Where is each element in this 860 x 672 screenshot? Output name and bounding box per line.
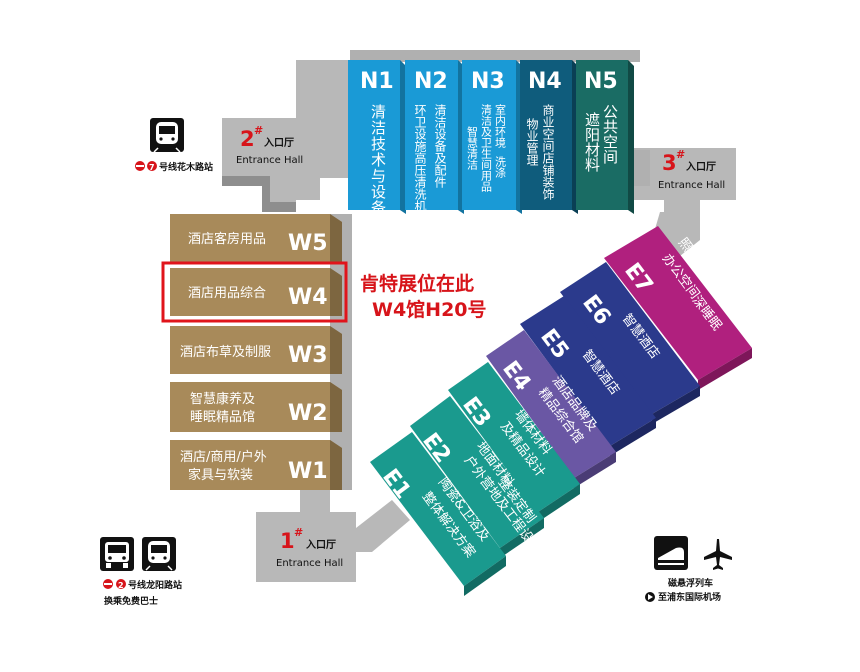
hall-group-west: 酒店客房用品 W5 酒店用品综合 W4 酒店布草及制服 W3 智慧康养及 睡眠精… bbox=[161, 214, 348, 490]
metro-huamu-road[interactable]: 7 号线花木路站 bbox=[135, 118, 213, 173]
bus-icon bbox=[100, 537, 134, 571]
booth-callout: 肯特展位在此 W4馆H20号 bbox=[360, 272, 487, 321]
entrance-3-number: 3 bbox=[662, 151, 677, 175]
hall-n1-desc-0: 清洁技术与设备 bbox=[369, 104, 387, 216]
hall-n5-desc-0: 遮阳材料 bbox=[583, 112, 601, 172]
maglev-airport[interactable]: 磁悬浮列车 至浦东国际机场 bbox=[645, 536, 734, 603]
hall-n2-code: N2 bbox=[414, 69, 448, 94]
hall-n3-desc-0: 清洁及卫生间用品 bbox=[480, 104, 493, 192]
hall-w3-desc: 酒店布草及制服 bbox=[180, 345, 271, 360]
hall-n3-desc-1: 室内环境 bbox=[494, 103, 507, 148]
entrance-2-label-en: Entrance Hall bbox=[236, 155, 303, 166]
maglev-destination-label: 至浦东国际机场 bbox=[658, 591, 721, 603]
free-bus-transfer-label: 换乘免费巴士 bbox=[104, 595, 158, 607]
entrance-3-mark: # bbox=[676, 148, 685, 161]
hall-n2-desc-1: 高压清洗机 bbox=[413, 151, 427, 212]
hall-group-north: N1 清洁技术与设备 N2 环卫设施 高压清洗机 清洁设备及配件 N3 清洁及卫… bbox=[348, 60, 634, 216]
hall-n1[interactable]: N1 清洁技术与设备 bbox=[348, 60, 406, 216]
hall-n1-code: N1 bbox=[360, 69, 394, 94]
hall-n5[interactable]: N5 遮阳材料 公共空间 bbox=[576, 60, 634, 214]
hall-n4[interactable]: N4 商业空间 店铺装饰 物业管理 bbox=[520, 60, 578, 214]
metro-train-icon bbox=[142, 537, 176, 571]
hall-w1-desc-1: 家具与软装 bbox=[188, 467, 253, 483]
entrance-2[interactable]: 2 # 入口厅 Entrance Hall bbox=[236, 124, 303, 166]
entrance-1-mark: # bbox=[294, 526, 303, 539]
hall-w2-code: W2 bbox=[288, 401, 328, 426]
hall-w5[interactable]: 酒店客房用品 W5 bbox=[170, 214, 342, 262]
hall-w5-desc: 酒店客房用品 bbox=[188, 231, 266, 247]
hall-n3-desc-3: 智慧清洁 bbox=[466, 125, 479, 171]
play-triangle-icon bbox=[645, 592, 655, 602]
entrance-1-number: 1 bbox=[280, 529, 295, 553]
hall-n3-desc-2: 洗涤 bbox=[494, 156, 507, 178]
metro-train-icon bbox=[150, 118, 184, 153]
hall-n2[interactable]: N2 环卫设施 高压清洗机 清洁设备及配件 bbox=[405, 60, 464, 214]
entrance-1-label-cn: 入口厅 bbox=[306, 539, 336, 551]
hall-w3[interactable]: 酒店布草及制服 W3 bbox=[170, 326, 342, 374]
metro-line-number: 7 bbox=[149, 163, 155, 172]
hall-w4-desc: 酒店用品综合 bbox=[188, 286, 266, 301]
hall-w1[interactable]: 酒店/商用/户外 家具与软装 W1 bbox=[170, 440, 342, 490]
hall-n3-code: N3 bbox=[471, 69, 505, 94]
hall-w1-desc-0: 酒店/商用/户外 bbox=[180, 449, 267, 465]
hall-n4-code: N4 bbox=[528, 69, 562, 94]
entrance-3[interactable]: 3 # 入口厅 Entrance Hall bbox=[658, 148, 725, 191]
hall-w2-desc-0: 智慧康养及 bbox=[190, 391, 255, 407]
metro-line-badge: 7 bbox=[147, 161, 157, 172]
highlight-frame bbox=[161, 261, 348, 323]
hall-n2-desc-2: 清洁设备及配件 bbox=[433, 104, 447, 188]
hall-w5-code: W5 bbox=[288, 231, 328, 256]
metro-station-label: 号线花木路站 bbox=[159, 161, 213, 173]
entrance-3-label-en: Entrance Hall bbox=[658, 180, 725, 191]
metro-longyang-road[interactable]: 2 号线龙阳路站 换乘免费巴士 bbox=[100, 537, 182, 607]
hall-n4-desc-1: 店铺装饰 bbox=[541, 152, 555, 200]
entrance-2-label-cn: 入口厅 bbox=[264, 137, 294, 149]
hall-w3-code: W3 bbox=[288, 343, 328, 368]
hall-w4-code: W4 bbox=[288, 285, 328, 310]
metro-line-badge: 2 bbox=[116, 579, 126, 590]
hall-w4[interactable]: 酒店用品综合 W4 bbox=[170, 268, 342, 316]
hall-n4-desc-0: 商业空间 bbox=[541, 103, 555, 152]
hall-n4-desc-2: 物业管理 bbox=[525, 118, 539, 166]
entrance-2-mark: # bbox=[254, 124, 263, 137]
entrance-1-label-en: Entrance Hall bbox=[276, 558, 343, 569]
booth-callout-line2: W4馆H20号 bbox=[372, 298, 487, 321]
hall-e3[interactable]: E3 墙体材料 及精品设计 bbox=[448, 362, 580, 522]
hall-w1-code: W1 bbox=[288, 459, 328, 484]
maglev-label: 磁悬浮列车 bbox=[668, 577, 713, 589]
hall-n5-desc-1: 公共空间 bbox=[601, 104, 619, 165]
booth-callout-line1: 肯特展位在此 bbox=[360, 272, 474, 295]
metro-logo-icon bbox=[135, 161, 145, 171]
hall-n2-desc-0: 环卫设施 bbox=[413, 104, 427, 152]
metro-logo-icon bbox=[103, 579, 113, 589]
entrance-3-label-cn: 入口厅 bbox=[686, 161, 716, 173]
hall-group-east: E7 照明及智能定制 办公空间 深睡眠 E6 智慧酒店 E5 智慧酒店 E4 酒… bbox=[370, 226, 752, 596]
metro-line-number: 2 bbox=[118, 581, 124, 590]
entrance-2-number: 2 bbox=[240, 127, 255, 151]
hall-n5-code: N5 bbox=[584, 69, 618, 94]
hall-w2-desc-1: 睡眠精品馆 bbox=[190, 410, 255, 425]
entrance-1[interactable]: 1 # 入口厅 Entrance Hall bbox=[276, 526, 343, 569]
hall-n3[interactable]: N3 清洁及卫生间用品 室内环境 洗涤 智慧清洁 bbox=[462, 60, 522, 214]
hall-w2[interactable]: 智慧康养及 睡眠精品馆 W2 bbox=[170, 382, 342, 432]
maglev-train-icon bbox=[654, 536, 688, 570]
airplane-icon bbox=[700, 536, 734, 570]
metro-station-label: 号线龙阳路站 bbox=[128, 579, 182, 591]
